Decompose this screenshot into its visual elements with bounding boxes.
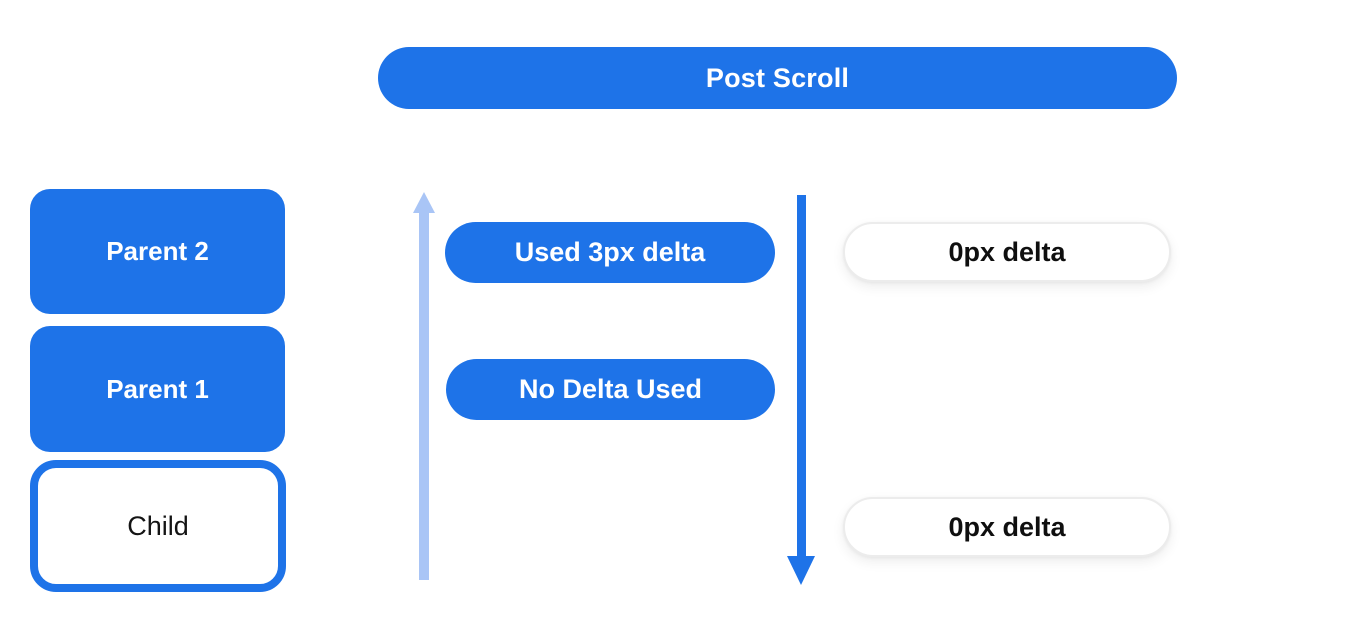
- up-arrow-shaft: [419, 210, 429, 580]
- down-arrow-shaft: [797, 195, 806, 558]
- zero-delta-pill-bottom: 0px delta: [843, 497, 1171, 557]
- post-scroll-header: Post Scroll: [378, 47, 1177, 109]
- zero-delta-bottom-label: 0px delta: [948, 511, 1066, 542]
- parent-1-label: Parent 1: [106, 373, 209, 404]
- used-3px-delta-label: Used 3px delta: [514, 237, 706, 267]
- child-label: Child: [127, 510, 189, 541]
- no-delta-used-label: No Delta Used: [518, 374, 703, 404]
- parent-2-box: Parent 2: [30, 189, 285, 314]
- zero-delta-pill-top: 0px delta: [843, 222, 1171, 282]
- parent-2-label: Parent 2: [106, 236, 209, 266]
- child-box: Child: [30, 460, 286, 592]
- zero-delta-top-label: 0px delta: [948, 236, 1066, 267]
- used-3px-delta-pill: Used 3px delta: [445, 222, 775, 283]
- post-scroll-label: Post Scroll: [705, 62, 850, 93]
- parent-1-box: Parent 1: [30, 326, 285, 452]
- down-arrow-icon: [787, 556, 815, 585]
- up-arrow-icon: [413, 192, 435, 213]
- no-delta-used-pill: No Delta Used: [446, 359, 775, 420]
